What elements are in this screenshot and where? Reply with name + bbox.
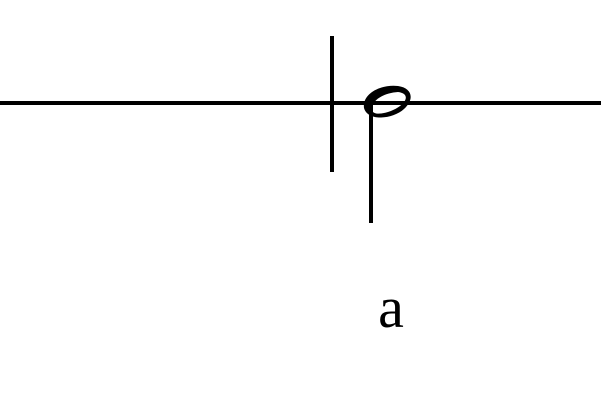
notehead <box>363 85 411 118</box>
half-note <box>363 85 411 223</box>
lyric-syllable: a <box>378 275 404 340</box>
